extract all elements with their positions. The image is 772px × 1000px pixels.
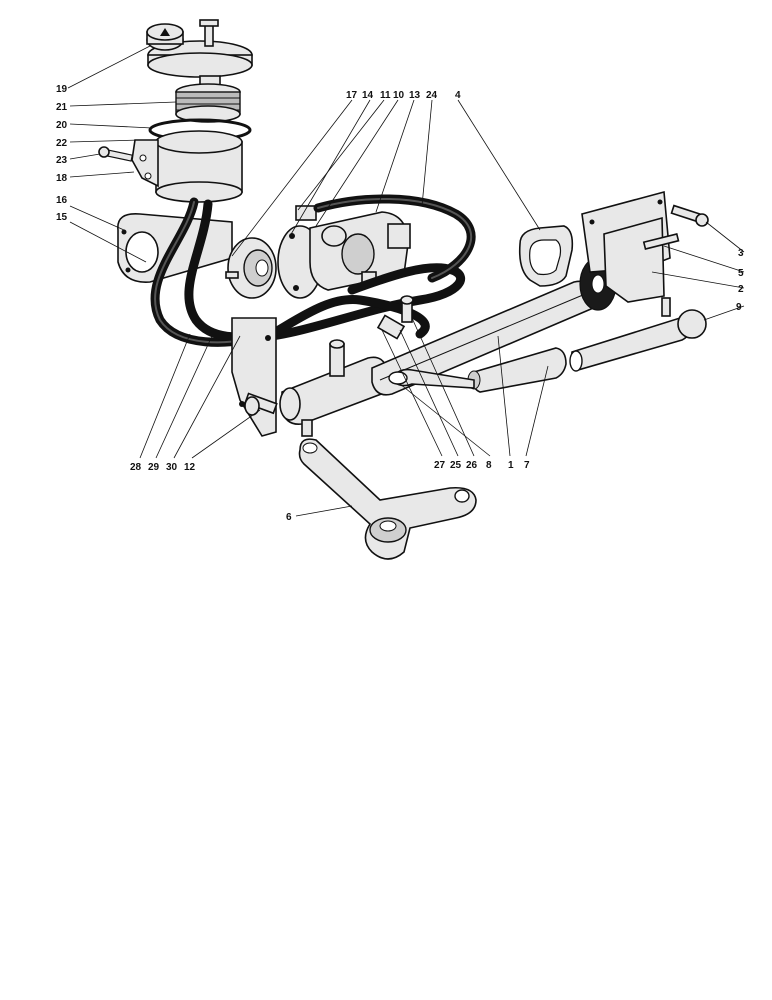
filter-element-21	[175, 83, 241, 123]
track-rod-9	[569, 297, 707, 372]
label-30: 30	[166, 462, 178, 473]
bolt-23	[98, 146, 134, 162]
label-22: 22	[56, 138, 68, 149]
label-3: 3	[738, 248, 744, 259]
label-12: 12	[184, 462, 196, 473]
bolt-3	[670, 204, 709, 227]
label-9: 9	[736, 302, 742, 313]
label-24: 24	[426, 90, 438, 101]
label-16: 16	[56, 195, 68, 206]
label-17: 17	[346, 90, 358, 101]
control-valve-27	[279, 339, 393, 437]
valve-fitting-25	[376, 295, 414, 340]
label-18: 18	[56, 173, 68, 184]
label-8: 8	[486, 460, 492, 471]
label-10: 10	[393, 90, 405, 101]
label-19: 19	[56, 84, 68, 95]
drop-arm-6	[298, 438, 477, 560]
label-15: 15	[56, 212, 68, 223]
label-11: 11	[380, 90, 391, 101]
label-20: 20	[56, 120, 68, 131]
callout-labels: 19 21 20 22 23 18 16 15 17 14 11 10 13 2…	[56, 84, 744, 523]
label-23: 23	[56, 155, 68, 166]
label-14: 14	[362, 90, 374, 101]
label-1: 1	[508, 460, 514, 471]
piston-rod-7	[388, 347, 567, 393]
label-28: 28	[130, 462, 142, 473]
pump-body-13	[295, 205, 411, 291]
reservoir-cap-19	[146, 19, 253, 91]
rubber-mounting-4	[518, 225, 574, 287]
leader-lines	[67, 45, 745, 517]
mounting-bracket-12	[231, 317, 278, 437]
label-4: 4	[455, 90, 461, 101]
bolt-5	[642, 233, 680, 250]
label-2: 2	[738, 284, 744, 295]
label-13: 13	[409, 90, 421, 101]
label-26: 26	[466, 460, 478, 471]
hoses	[150, 194, 476, 347]
label-7: 7	[524, 460, 530, 471]
label-5: 5	[738, 268, 744, 279]
mounting-plate-5	[581, 190, 671, 303]
label-25: 25	[450, 460, 462, 471]
label-21: 21	[56, 102, 68, 113]
label-27: 27	[434, 460, 446, 471]
pulley-17	[225, 237, 277, 299]
label-6: 6	[286, 512, 292, 523]
reservoir-body-18	[131, 130, 243, 203]
label-29: 29	[148, 462, 160, 473]
